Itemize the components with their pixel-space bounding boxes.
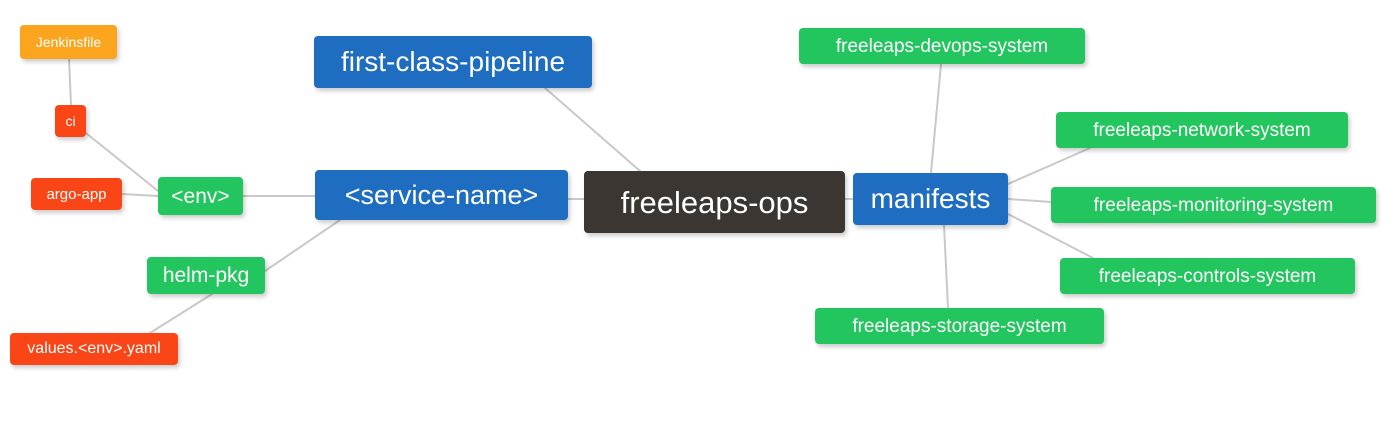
- node-first-class-pipeline[interactable]: first-class-pipeline: [314, 36, 592, 88]
- node-label-freeleaps-controls-system: freeleaps-controls-system: [1098, 265, 1317, 287]
- node-helm-pkg[interactable]: helm-pkg: [147, 257, 265, 294]
- node-jenkinsfile[interactable]: Jenkinsfile: [20, 25, 117, 59]
- edge-manifests-to-freeleaps-monitoring-system: [1007, 198, 1052, 203]
- edge-jenkinsfile-to-ci: [68, 58, 72, 106]
- node-manifests[interactable]: manifests: [853, 173, 1008, 225]
- node-freeleaps-monitoring-system[interactable]: freeleaps-monitoring-system: [1051, 187, 1376, 223]
- node-values-yaml[interactable]: values.<env>.yaml: [10, 333, 178, 365]
- node-freeleaps-network-system[interactable]: freeleaps-network-system: [1056, 112, 1348, 148]
- node-label-first-class-pipeline: first-class-pipeline: [340, 46, 566, 77]
- edge-manifests-to-freeleaps-devops-system: [930, 63, 942, 174]
- edge-manifests-to-freeleaps-storage-system: [943, 224, 949, 309]
- node-label-service-name: <service-name>: [344, 179, 539, 210]
- node-freeleaps-ops[interactable]: freeleaps-ops: [584, 171, 845, 233]
- node-argo-app[interactable]: argo-app: [31, 178, 122, 210]
- edge-values-yaml-to-helm-pkg: [149, 293, 213, 334]
- node-service-name[interactable]: <service-name>: [315, 170, 568, 220]
- edge-helm-pkg-to-service-name: [264, 219, 341, 272]
- node-label-ci: ci: [65, 113, 76, 129]
- node-label-freeleaps-devops-system: freeleaps-devops-system: [835, 35, 1049, 57]
- node-label-helm-pkg: helm-pkg: [162, 264, 250, 287]
- node-label-freeleaps-ops: freeleaps-ops: [620, 184, 809, 220]
- node-freeleaps-controls-system[interactable]: freeleaps-controls-system: [1060, 258, 1355, 294]
- node-freeleaps-storage-system[interactable]: freeleaps-storage-system: [815, 308, 1104, 344]
- node-label-values-yaml: values.<env>.yaml: [27, 340, 161, 357]
- node-label-argo-app: argo-app: [46, 185, 107, 203]
- node-label-freeleaps-storage-system: freeleaps-storage-system: [852, 315, 1067, 337]
- edge-manifests-to-freeleaps-network-system: [1007, 147, 1091, 185]
- node-label-freeleaps-network-system: freeleaps-network-system: [1093, 119, 1311, 141]
- edge-first-class-pipeline-to-freeleaps-ops: [544, 87, 641, 172]
- node-label-manifests: manifests: [870, 183, 991, 214]
- node-freeleaps-devops-system[interactable]: freeleaps-devops-system: [799, 28, 1085, 64]
- node-label-env: <env>: [171, 184, 230, 208]
- node-label-jenkinsfile: Jenkinsfile: [35, 34, 102, 50]
- node-env[interactable]: <env>: [158, 177, 243, 215]
- edge-argo-app-to-env: [121, 193, 159, 197]
- node-ci[interactable]: ci: [55, 105, 86, 137]
- node-label-freeleaps-monitoring-system: freeleaps-monitoring-system: [1093, 194, 1334, 216]
